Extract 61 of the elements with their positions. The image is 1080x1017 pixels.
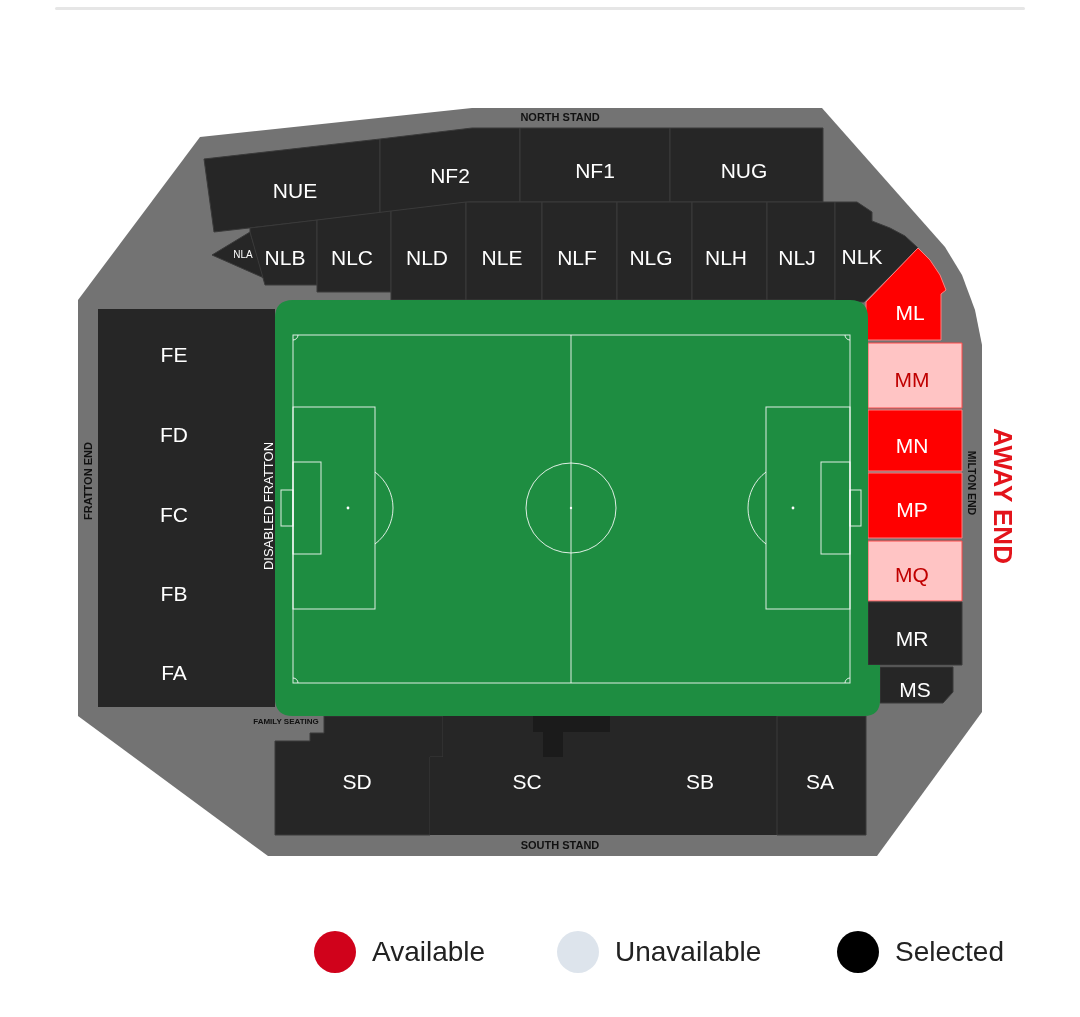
stand-name: MILTON END [966, 450, 978, 516]
stand-name: FRATTON END [82, 442, 94, 520]
section-label: NUG [720, 159, 768, 181]
area-label: FAMILY SEATING [253, 718, 319, 726]
section-label: FC [160, 503, 188, 525]
seating-block [317, 211, 391, 292]
section-label: NLF [557, 246, 597, 268]
section-label: NLE [481, 246, 523, 268]
legend-label: Selected [895, 938, 1004, 966]
seating-block [767, 202, 835, 300]
section-label: MM [894, 368, 930, 390]
seating-block [617, 202, 692, 300]
section-label: MS [899, 678, 931, 700]
section-label: FD [160, 423, 188, 445]
section-label: NLD [406, 246, 448, 268]
seating-block [868, 602, 962, 665]
section-label: NLG [629, 246, 673, 268]
section-label: NF1 [575, 159, 615, 181]
seating-block [835, 202, 918, 302]
section-label: NUE [272, 179, 318, 201]
seating-block [542, 202, 617, 300]
section-label: MR [895, 627, 929, 649]
section-label: MN [895, 434, 929, 456]
section-label: SA [806, 770, 834, 792]
seating-block [98, 309, 275, 394]
seating-block [466, 202, 542, 300]
legend-label: Unavailable [615, 938, 762, 966]
section-label: MQ [895, 563, 929, 585]
seating-block [868, 473, 962, 538]
section-label: SB [686, 770, 714, 792]
legend-label: Available [372, 938, 486, 966]
section-label: NLB [264, 246, 306, 268]
seating-block [692, 202, 767, 300]
section-label: FB [160, 582, 188, 604]
seating-block [880, 667, 953, 703]
section-label: SD [342, 770, 372, 792]
seating-block [620, 716, 777, 835]
seating-block [868, 410, 962, 471]
section-label: NLA [233, 250, 253, 260]
stand-name: SOUTH STAND [520, 839, 600, 851]
seating-block [777, 716, 866, 835]
stand-name: NORTH STAND [520, 111, 600, 123]
seating-block [868, 343, 962, 408]
section-label: ML [895, 301, 925, 323]
seating-block [868, 541, 962, 601]
area-label: DISABLED FRATTON [261, 441, 275, 571]
section-label: NLH [705, 246, 747, 268]
section-label: NLJ [778, 246, 816, 268]
seating-block [520, 128, 670, 202]
section-label: FA [161, 661, 187, 683]
section-label: SC [512, 770, 542, 792]
section-label: NLK [841, 245, 883, 267]
section-label: NLC [331, 246, 373, 268]
seating-block [670, 128, 823, 202]
seating-block [391, 202, 466, 300]
away-end-label: AWAY END [990, 428, 1016, 564]
seating-block [380, 128, 520, 213]
section-label: FE [160, 343, 188, 365]
section-label: NF2 [430, 164, 470, 186]
section-label: MP [896, 498, 928, 520]
seating-block [98, 633, 275, 707]
